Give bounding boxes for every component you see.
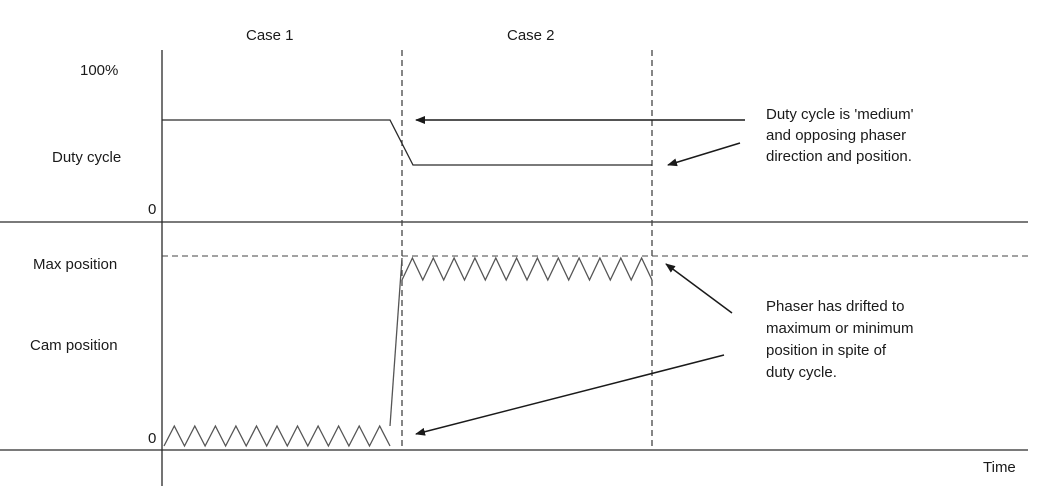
cam-note-line: Phaser has drifted to [766,298,904,315]
cam-oscillation-high [401,256,653,282]
cam-note-line: duty cycle. [766,364,837,381]
case2-label: Case 2 [507,27,555,44]
cam-note-line: position in spite of [766,342,887,359]
duty-100-label: 100% [80,62,118,79]
duty-arrow-lower [667,142,741,167]
duty-cycle-axis-label: Duty cycle [52,149,121,166]
cam-oscillation-low [163,424,391,448]
cam-note-line: maximum or minimum [766,320,914,337]
cam-arrow-upper [665,263,733,314]
duty-note-line: Duty cycle is 'medium' [766,106,914,123]
duty-note: Duty cycle is 'medium' and opposing phas… [766,106,918,165]
cam-arrow-lower [415,354,725,436]
duty-note-line: and opposing phaser [766,127,906,144]
cam-position-axis-label: Cam position [30,337,118,354]
cam-position-rise [389,257,403,427]
cam-note: Phaser has drifted to maximum or minimum… [766,298,918,381]
case1-label: Case 1 [246,27,294,44]
time-axis-label: Time [983,459,1016,476]
max-position-label: Max position [33,256,117,273]
duty-note-line: direction and position. [766,148,912,165]
cam-zero-label: 0 [148,430,156,447]
duty-cycle-trace [162,119,652,166]
duty-zero-label: 0 [148,201,156,218]
